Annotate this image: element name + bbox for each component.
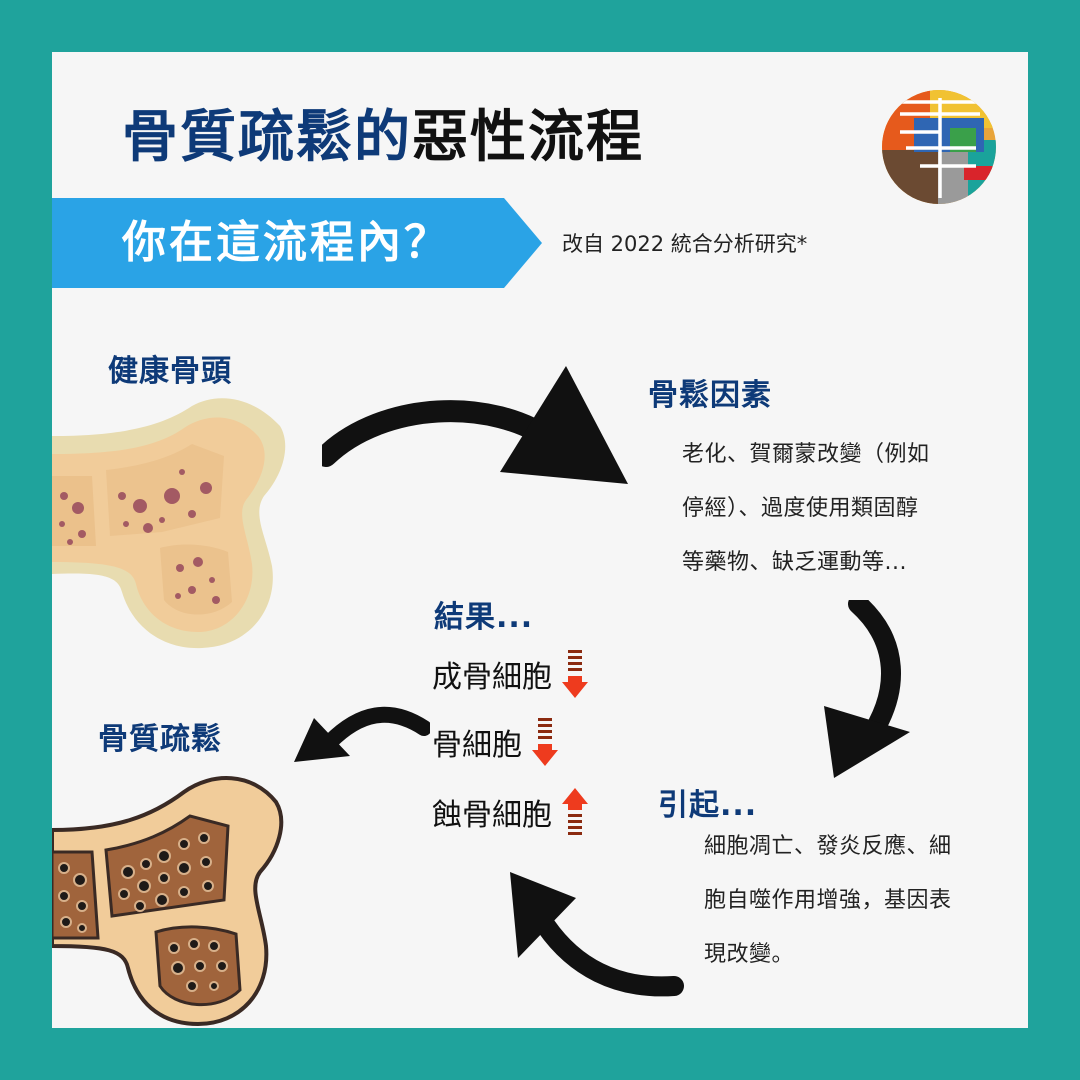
arrow-to-osteoporosis-icon xyxy=(290,698,430,778)
title-part-2: 惡性流程 xyxy=(412,105,644,170)
risk-factors-line: 停經）、過度使用類固醇 xyxy=(682,482,930,536)
arrow-to-risk-factors-icon xyxy=(322,362,632,532)
increase-arrow-icon xyxy=(562,786,588,838)
healthy-bone-label: 健康骨頭 xyxy=(108,346,232,390)
arrow-to-causes-icon xyxy=(818,600,928,780)
osteoporotic-bone-illustration xyxy=(52,768,288,1028)
decrease-arrow-icon xyxy=(532,716,558,768)
results-label: 結果... xyxy=(434,592,533,636)
result-text: 骨細胞 xyxy=(432,720,522,764)
result-text: 蝕骨細胞 xyxy=(432,790,552,834)
result-item-osteocyte: 骨細胞 xyxy=(432,716,558,768)
page-title: 骨質疏鬆的惡性流程 xyxy=(122,98,644,178)
result-item-osteoblast: 成骨細胞 xyxy=(432,648,588,700)
risk-factors-text: 老化、賀爾蒙改變（例如 停經）、過度使用類固醇 等藥物、缺乏運動等... xyxy=(682,428,930,590)
source-note: 改自 2022 統合分析研究* xyxy=(562,228,807,258)
result-text: 成骨細胞 xyxy=(432,652,552,696)
decrease-arrow-icon xyxy=(562,648,588,700)
infographic-card: 骨質疏鬆的惡性流程 你在這流程內？ 改自 2022 統合分析研究* 健康骨頭 骨… xyxy=(52,52,1028,1028)
risk-factors-line: 等藥物、缺乏運動等... xyxy=(682,536,930,590)
result-item-osteoclast: 蝕骨細胞 xyxy=(432,786,588,838)
osteoporosis-label: 骨質疏鬆 xyxy=(98,714,222,758)
subtitle-text: 你在這流程內？ xyxy=(122,210,451,276)
risk-factors-label: 骨鬆因素 xyxy=(648,370,772,414)
healthy-bone-illustration xyxy=(52,396,292,652)
causes-line: 胞自噬作用增強，基因表 xyxy=(704,874,952,928)
causes-label: 引起... xyxy=(658,780,757,824)
causes-line: 細胞凋亡、發炎反應、細 xyxy=(704,820,952,874)
causes-line: 現改變。 xyxy=(704,928,952,982)
risk-factors-line: 老化、賀爾蒙改變（例如 xyxy=(682,428,930,482)
colorful-puzzle-logo-icon xyxy=(880,88,998,206)
title-part-1: 骨質疏鬆的 xyxy=(122,105,412,170)
causes-text: 細胞凋亡、發炎反應、細 胞自噬作用增強，基因表 現改變。 xyxy=(704,820,952,982)
arrow-from-causes-icon xyxy=(506,870,686,1000)
